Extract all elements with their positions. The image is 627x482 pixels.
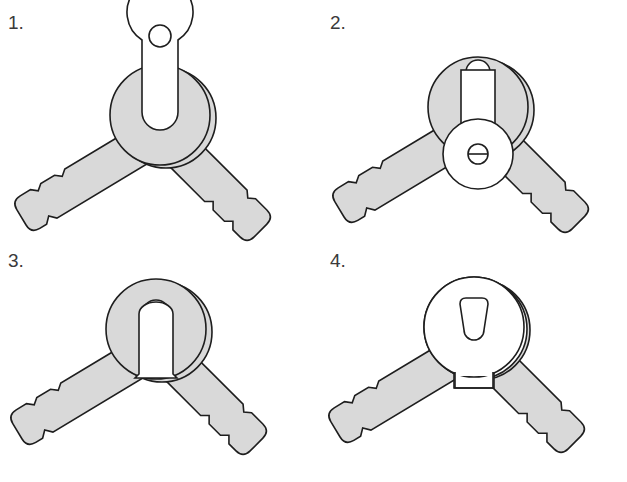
step-number: 2. — [330, 12, 346, 34]
step-number: 4. — [330, 250, 346, 272]
step-two-figure — [330, 57, 592, 236]
step-three-figure — [8, 279, 270, 458]
step-one-figure — [12, 0, 274, 244]
step-number: 3. — [8, 250, 24, 272]
step-number: 1. — [8, 12, 24, 34]
step-four-figure — [326, 277, 588, 456]
